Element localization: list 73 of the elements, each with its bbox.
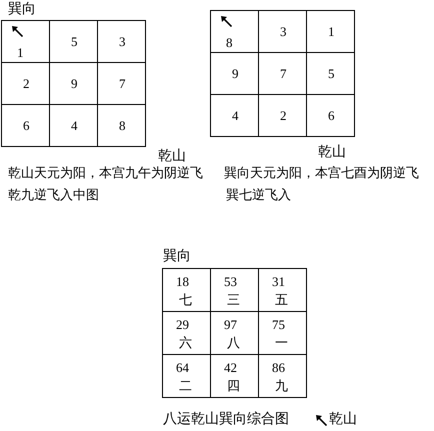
grid-cell [163, 312, 211, 355]
cell-numeral: 七 [179, 292, 192, 308]
cell-number: 2 [23, 76, 30, 90]
grid-cell [163, 355, 211, 398]
cell-number: 8 [119, 118, 126, 132]
cell-number: 31 [272, 274, 285, 290]
cell-number: 75 [272, 317, 285, 333]
direction-label: 乾山 [329, 412, 357, 428]
cell-number: 1 [328, 24, 334, 38]
cell-numeral: 六 [179, 335, 192, 351]
caption: 八运乾山巽向综合图 [163, 412, 289, 428]
cell-number: 1 [17, 46, 24, 60]
cell-number: 97 [224, 317, 237, 333]
cell-number: 6 [23, 118, 30, 132]
grid-cell [307, 53, 355, 95]
cell-number: 42 [224, 360, 237, 376]
cell-number: 3 [119, 34, 126, 48]
grid-cell [259, 95, 307, 137]
grid-cell [163, 269, 211, 312]
cell-number: 8 [226, 36, 232, 50]
cell-number: 18 [176, 274, 189, 290]
grid-cell [259, 312, 307, 355]
grid-side-label: 乾山 [318, 144, 346, 162]
grid-cell [98, 105, 146, 147]
grid-cell [259, 53, 307, 95]
cell-numeral: 八 [227, 335, 240, 351]
grid-cell [259, 11, 307, 53]
grid-cell [259, 355, 307, 398]
note-text: 乾山天元为阳，本宫九午为阴逆飞 [8, 165, 203, 181]
cell-numeral: 二 [179, 378, 192, 394]
grid-cell [50, 105, 98, 147]
grid-cell [2, 105, 50, 147]
cell-number: 4 [232, 108, 238, 122]
cell-numeral: 四 [227, 378, 240, 394]
note-text: 巽七逆飞入 [226, 187, 291, 203]
grid-cell [307, 95, 355, 137]
grid-cell [98, 63, 146, 105]
cell-number: 53 [224, 274, 237, 290]
cell-numeral: 五 [275, 292, 288, 308]
cell-number: 2 [280, 108, 286, 122]
cell-number: 64 [176, 360, 189, 376]
note-text: 乾九逆飞入中图 [8, 187, 99, 203]
grid-heading: 巽向 [163, 249, 191, 266]
grid-side-label: 乾山 [158, 148, 186, 166]
cell-number: 4 [71, 118, 78, 132]
cell-number: 29 [176, 317, 189, 333]
grid-cell [259, 269, 307, 312]
cell-numeral: 九 [275, 378, 288, 394]
cell-number: 9 [232, 66, 238, 80]
cell-number: 6 [328, 108, 334, 122]
cell-number: 7 [119, 76, 126, 90]
grid-cell [307, 11, 355, 53]
grid-cell [211, 53, 259, 95]
cell-number: 7 [280, 66, 286, 80]
cell-numeral: 一 [275, 335, 288, 351]
note-text: 巽向天元为阳，本宫七酉为阴逆飞 [224, 165, 419, 181]
grid-cell [211, 355, 259, 398]
grid-cell [211, 95, 259, 137]
cell-number: 86 [272, 360, 285, 376]
grid-cell [50, 21, 98, 63]
grid-cell [211, 11, 259, 53]
grid-cell [98, 21, 146, 63]
grid-cell [2, 21, 50, 63]
cell-number: 5 [71, 34, 78, 48]
grid-cell [2, 63, 50, 105]
grid-cell [211, 312, 259, 355]
cell-numeral: 三 [227, 292, 240, 308]
cell-number: 3 [280, 24, 286, 38]
cell-number: 5 [328, 66, 334, 80]
grid-cell [211, 269, 259, 312]
grid-heading: 巽向 [8, 2, 36, 19]
cell-number: 9 [71, 76, 78, 90]
grid-cell [50, 63, 98, 105]
